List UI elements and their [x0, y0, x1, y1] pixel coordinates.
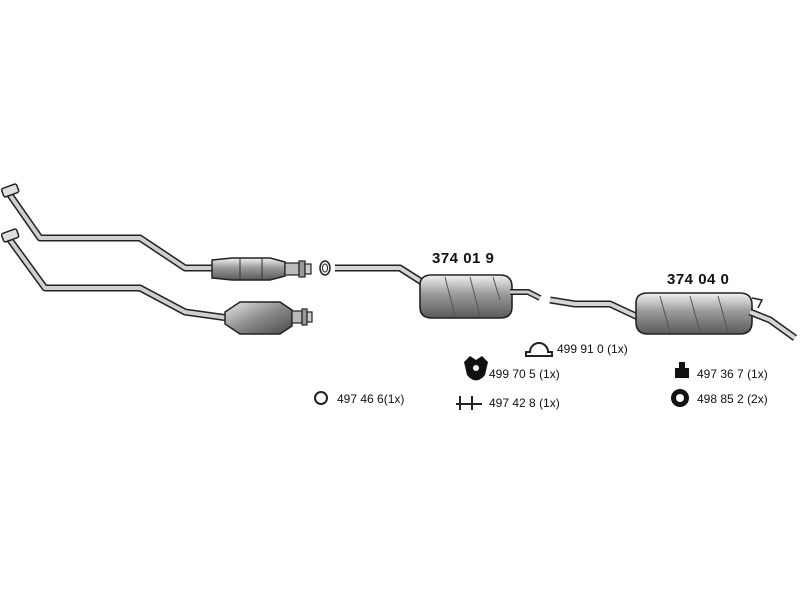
- rear-muffler-part-number: 374 04 0: [667, 271, 730, 288]
- hardware-number: 497 36 7: [697, 367, 744, 381]
- hardware-label-gasket: 497 46 6(1x): [337, 392, 404, 406]
- rubber-hanger-icon: [464, 356, 488, 381]
- hardware-label-clamp: 499 91 0 (1x): [557, 342, 628, 356]
- upper-flange-icon: [0, 183, 20, 198]
- gasket-ring-icon: [314, 391, 328, 405]
- hardware-number: 497 42 8: [489, 396, 536, 410]
- hardware-label-rubber-ring: 498 85 2 (2x): [697, 392, 768, 406]
- mount-bracket-icon: [675, 362, 689, 378]
- hardware-number: 499 91 0: [557, 342, 604, 356]
- pipe-connector-icon: [319, 260, 331, 276]
- front-pipe-section: [0, 183, 313, 335]
- hardware-qty: (1x): [747, 367, 768, 381]
- lower-catalytic-converter: [224, 301, 313, 335]
- hardware-number: 499 70 5: [489, 367, 536, 381]
- rubber-ring-icon: [671, 389, 689, 407]
- hardware-label-mount: 497 36 7 (1x): [697, 367, 768, 381]
- bracket-strip-icon: [456, 396, 482, 410]
- hardware-qty: (1x): [539, 396, 560, 410]
- rear-muffler-assembly: [549, 292, 798, 341]
- hardware-number: 497 46 6: [337, 392, 384, 406]
- middle-muffler-part-number: 374 01 9: [432, 250, 495, 267]
- hardware-label-hanger: 499 70 5 (1x): [489, 367, 560, 381]
- middle-muffler-assembly: [319, 260, 542, 319]
- hardware-label-bracket: 497 42 8 (1x): [489, 396, 560, 410]
- hardware-qty: (1x): [607, 342, 628, 356]
- clamp-ring-icon: [525, 342, 553, 357]
- lower-flange-icon: [0, 228, 20, 243]
- hardware-qty: (2x): [747, 392, 768, 406]
- hardware-qty: (1x): [539, 367, 560, 381]
- hardware-qty: (1x): [383, 392, 405, 406]
- hardware-number: 498 85 2: [697, 392, 744, 406]
- upper-catalytic-converter: [211, 257, 312, 281]
